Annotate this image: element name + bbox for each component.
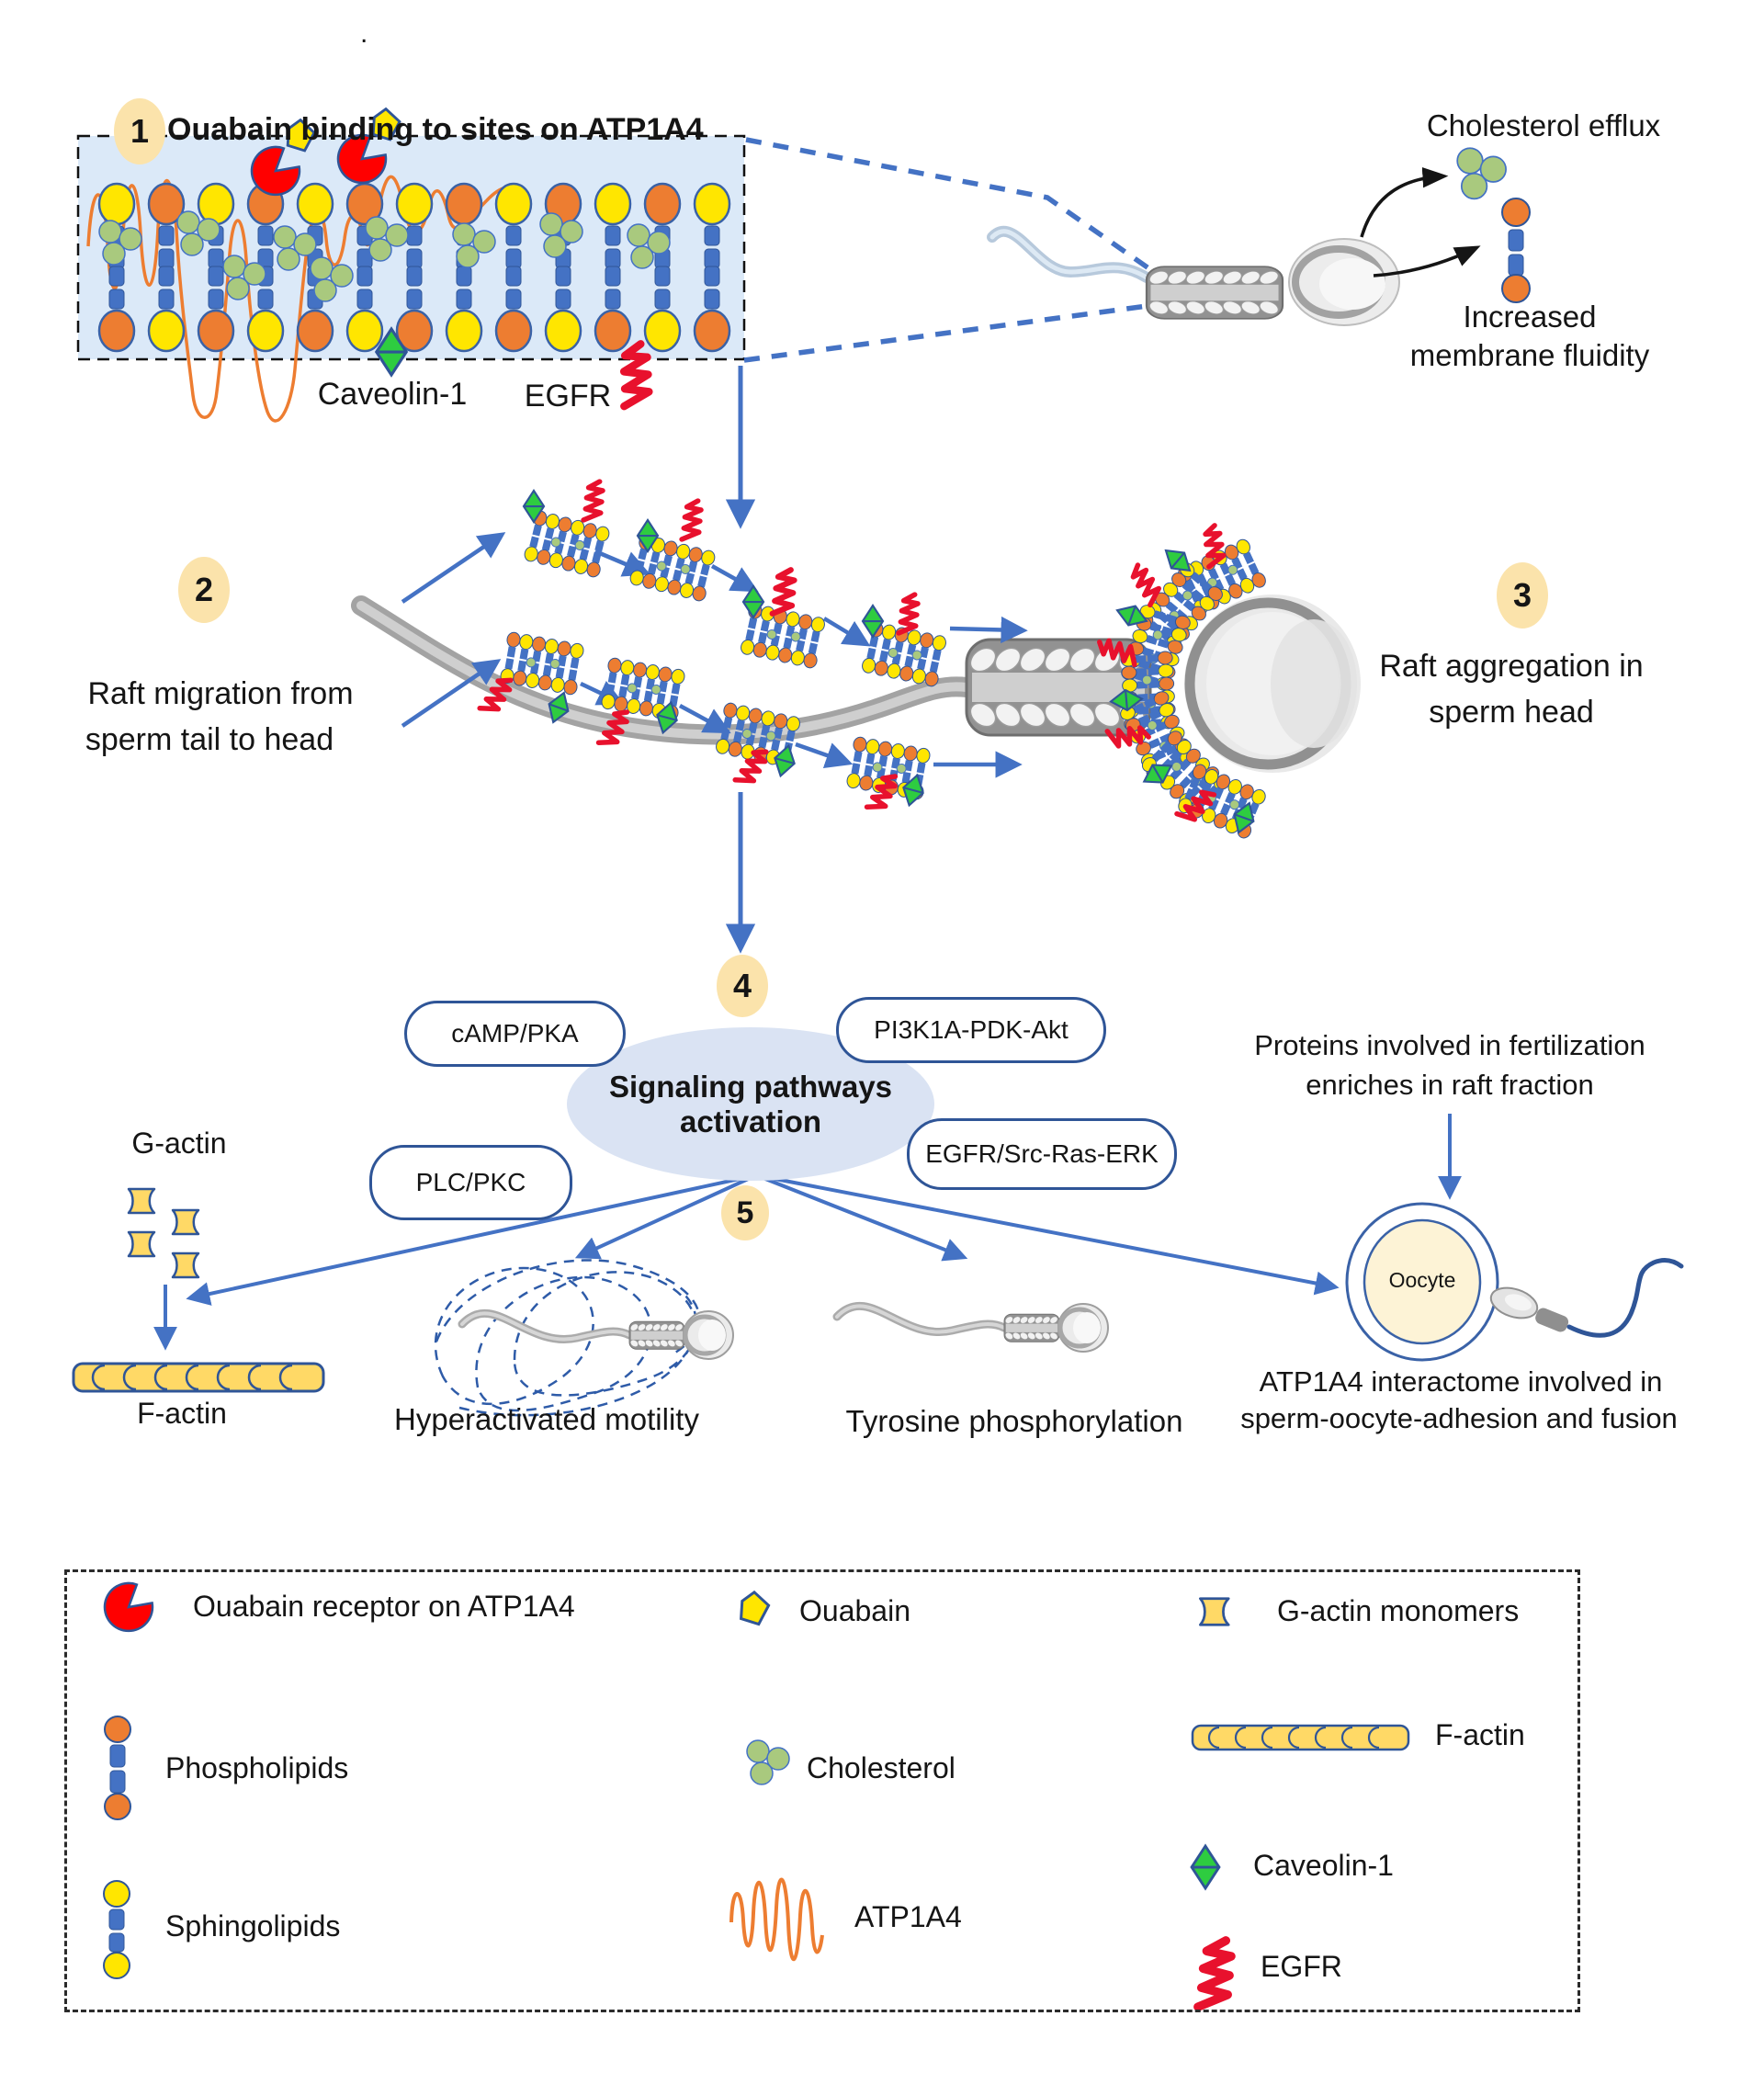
phospholipid-icon [1501,198,1531,303]
magnification-callout [743,137,1156,363]
g-actin-label: G-actin [131,1127,227,1160]
hyperactivated-label: Hyperactivated motility [394,1402,699,1436]
f-actin-filament [72,1362,325,1393]
caveolin-label: Caveolin-1 [317,377,468,412]
legend-ouabain-receptor-label: Ouabain receptor on ATP1A4 [193,1590,575,1623]
legend-g-actin-monomers-label: G-actin monomers [1277,1594,1520,1627]
migrating-rafts [480,481,948,813]
legend-atp1a4-icon [729,1877,824,1962]
pill-camp-pka: cAMP/PKA [404,1001,626,1067]
sperm-fusing [1489,1257,1684,1338]
interactome-label-line2: sperm-oocyte-adhesion and fusion [1240,1402,1678,1434]
pill-plc-pkc: PLC/PKC [369,1145,572,1220]
signaling-ellipse-line2: activation [679,1104,822,1138]
cholesterol-icon [1456,147,1507,200]
step-1-title: Ouabain binding to sites on ATP1A4 [167,112,704,147]
step-5-badge: 5 [721,1185,769,1240]
signaling-ellipse-line1: Signaling pathways [608,1069,893,1104]
step-3-label-line1: Raft aggregation in [1379,649,1644,684]
legend-f-actin-label: F-actin [1435,1718,1525,1751]
stray-dot: . [360,18,368,49]
step-1-badge: 1 [114,98,165,164]
sperm-tyrosine [837,1304,1108,1352]
legend-atp1a4-label: ATP1A4 [854,1900,962,1933]
proteins-label-line1: Proteins involved in fertilization [1254,1029,1645,1061]
fluidity-label-line1: Increased [1463,300,1597,334]
proteins-label-line2: enriches in raft fraction [1306,1069,1594,1101]
cholesterol-efflux-label: Cholesterol efflux [1426,108,1661,142]
sperm-main [351,595,1361,773]
legend-box [64,1569,1580,2012]
pathway-fan-arrows [186,1173,1340,1306]
step-2-label-line2: sperm tail to head [85,722,334,757]
step-2-badge: 2 [178,557,230,623]
legend-ouabain-label: Ouabain [799,1594,910,1627]
legend-cholesterol-label: Cholesterol [807,1751,956,1784]
membrane-inset [76,108,746,423]
legend-egfr-label: EGFR [1261,1950,1342,1983]
egfr-label: EGFR [524,379,612,413]
g-actin-monomers [127,1187,200,1279]
pill-pi3k: PI3K1A-PDK-Akt [836,997,1106,1063]
step-2-label-line1: Raft migration from [87,676,354,711]
oocyte-label: Oocyte [1388,1268,1456,1292]
legend-phospholipid-icon [104,1716,131,1820]
efflux-arrows [1360,166,1481,277]
step-4-badge: 4 [717,955,768,1017]
sperm-hyperactivated [462,1311,733,1359]
legend-phospholipids-label: Phospholipids [165,1751,349,1784]
tyrosine-label: Tyrosine phosphorylation [845,1404,1183,1438]
interactome-label-line1: ATP1A4 interactome involved in [1259,1365,1663,1398]
legend-sphingolipids-label: Sphingolipids [165,1909,341,1942]
step-3-label-line2: sperm head [1429,695,1594,730]
f-actin-label: F-actin [137,1397,227,1430]
sperm-top-right [987,225,1400,326]
sperm-head [1184,595,1361,773]
legend-f-actin-icon [1191,1724,1410,1751]
raft-migration-arrows [401,532,1028,778]
legend-caveolin-label: Caveolin-1 [1253,1849,1394,1882]
step-3-badge: 3 [1497,562,1548,629]
legend-sphingolipid-icon [103,1880,130,1979]
oocyte-graphic [1345,1202,1499,1362]
fluidity-label-line2: membrane fluidity [1409,338,1650,372]
pill-egfr-src: EGFR/Src-Ras-ERK [907,1118,1177,1190]
